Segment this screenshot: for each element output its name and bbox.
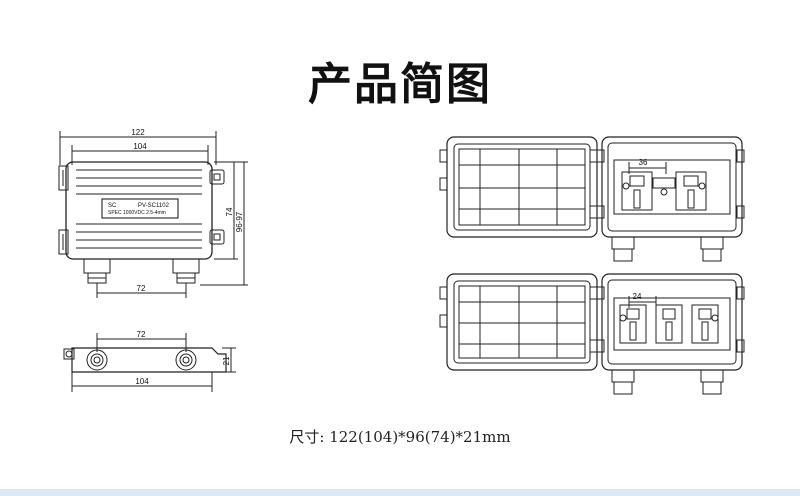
bottom-dim-right: 21 [222, 356, 231, 365]
label-model: PV-SC1102 [138, 203, 170, 209]
dim-top-inner: 104 [133, 142, 147, 151]
bottom-view-drawing [63, 333, 236, 392]
dim-right-inner: 74 [225, 207, 234, 216]
dimensions-caption: 尺寸: 122(104)*96(74)*21mm [289, 428, 511, 446]
bottom-dim-top: 72 [137, 330, 146, 339]
footer-band [0, 489, 800, 496]
lower-spacing-label: 24 [633, 292, 642, 301]
bottom-dim-bottom: 104 [135, 377, 149, 386]
open-view-upper-drawing [439, 136, 745, 262]
label-brand: SC [108, 203, 117, 209]
upper-spacing-label: 36 [639, 158, 648, 167]
dim-bottom: 72 [137, 284, 146, 293]
open-view-lower-drawing [439, 273, 745, 395]
label-spec: SPEC 1000VDC 2.5-4mm [108, 210, 166, 216]
dim-top-outer: 122 [131, 128, 145, 137]
front-view-drawing [58, 131, 248, 298]
dim-right-outer: 96-97 [235, 211, 244, 232]
page-title: 产品简图 [308, 59, 492, 110]
